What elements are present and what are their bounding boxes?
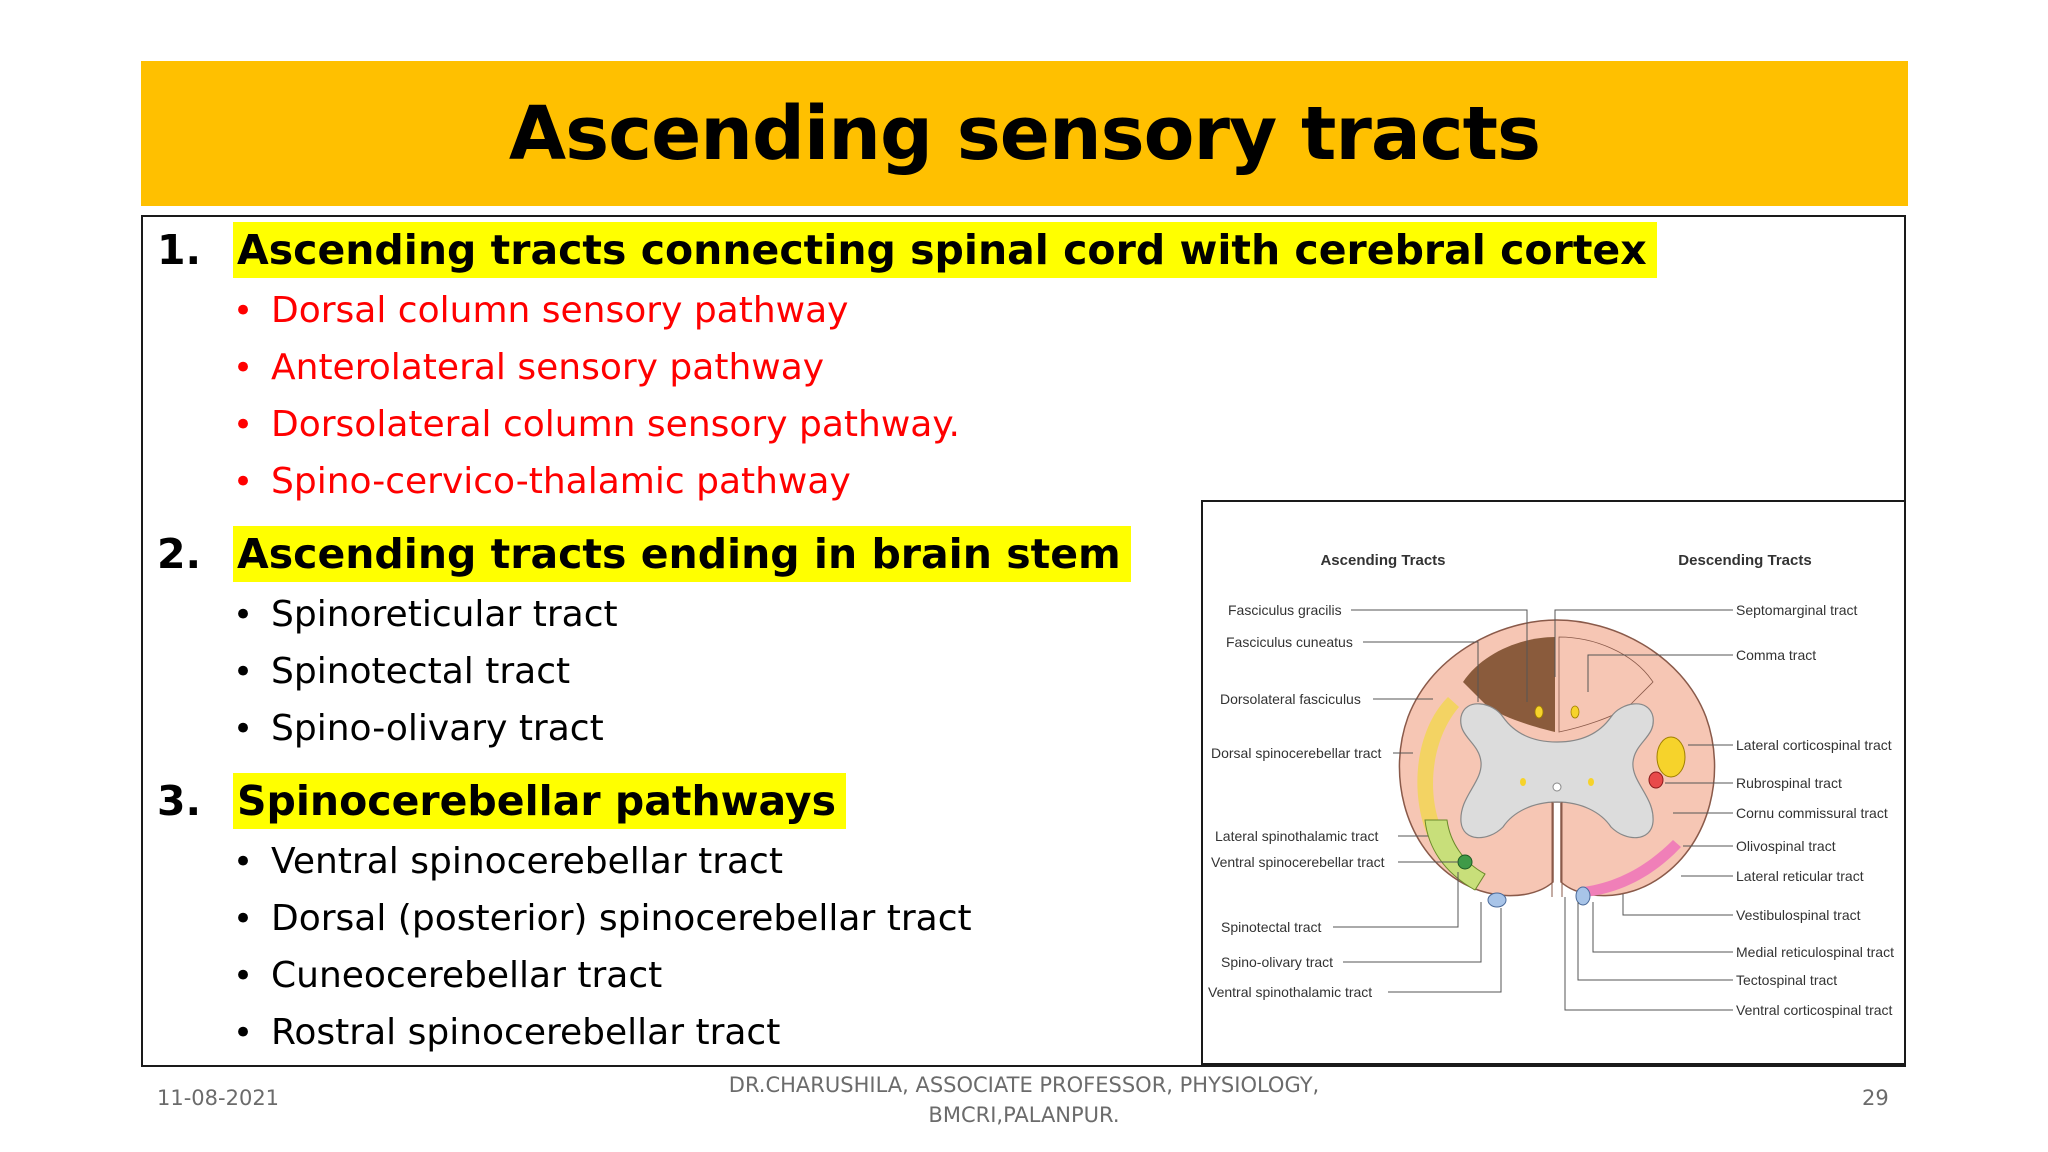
footer-author: DR.CHARUSHILA, ASSOCIATE PROFESSOR, PHYS…: [624, 1070, 1424, 1130]
label-lateral-reticular: Lateral reticular tract: [1736, 868, 1864, 884]
leader-lines-right: [1554, 609, 1733, 1011]
footer-author-line-2: BMCRI,PALANPUR.: [928, 1103, 1120, 1127]
bullet-icon: •: [233, 651, 254, 692]
list-item: •Dorsal column sensory pathway: [233, 290, 849, 331]
bullet-icon: •: [233, 1012, 254, 1053]
section-1-title: Ascending tracts connecting spinal cord …: [233, 222, 1657, 278]
label-vestibulospinal: Vestibulospinal tract: [1736, 907, 1861, 923]
label-spinotectal: Spinotectal tract: [1221, 919, 1321, 935]
leader-lines-left: [1333, 609, 1528, 993]
bullet-icon: •: [233, 347, 254, 388]
label-rubrospinal: Rubrospinal tract: [1736, 775, 1842, 791]
label-medial-reticulospinal: Medial reticulospinal tract: [1736, 944, 1894, 960]
label-ventral-corticospinal: Ventral corticospinal tract: [1736, 1002, 1893, 1018]
title-bar: Ascending sensory tracts: [141, 61, 1908, 206]
label-ventral-spinocerebellar: Ventral spinocerebellar tract: [1211, 854, 1385, 870]
label-lateral-corticospinal: Lateral corticospinal tract: [1736, 737, 1892, 753]
list-item: •Ventral spinocerebellar tract: [233, 841, 783, 882]
label-dorsal-spinocerebellar: Dorsal spinocerebellar tract: [1211, 745, 1382, 761]
spinal-cord-body: [1398, 619, 1716, 908]
bullet-icon: •: [233, 461, 254, 502]
bullet-icon: •: [233, 841, 254, 882]
bullet-icon: •: [233, 404, 254, 445]
bullet-icon: •: [233, 708, 254, 749]
right-labels: Septomarginal tract Comma tract Lateral …: [1736, 602, 1894, 1018]
section-3-title: Spinocerebellar pathways: [233, 773, 847, 829]
section-3-number: 3.: [157, 777, 202, 825]
section-2-title: Ascending tracts ending in brain stem: [233, 526, 1131, 582]
list-item: •Spino-cervico-thalamic pathway: [233, 461, 851, 502]
label-fasciculus-cuneatus: Fasciculus cuneatus: [1226, 634, 1353, 650]
bullet-icon: •: [233, 594, 254, 635]
list-item: •Spinotectal tract: [233, 651, 571, 692]
ascending-heading: Ascending Tracts: [1320, 552, 1445, 569]
footer-page-number: 29: [1862, 1086, 1889, 1110]
footer-date: 11-08-2021: [157, 1086, 280, 1110]
label-tectospinal: Tectospinal tract: [1736, 972, 1837, 988]
bullet-icon: •: [233, 290, 254, 331]
label-ventral-spinothalamic: Ventral spinothalamic tract: [1208, 984, 1372, 1000]
section-1-heading: 1. Ascending tracts connecting spinal co…: [157, 222, 1657, 278]
bullet-icon: •: [233, 898, 254, 939]
label-comma: Comma tract: [1736, 647, 1816, 663]
label-fasciculus-gracilis: Fasciculus gracilis: [1228, 602, 1342, 618]
label-septomarginal: Septomarginal tract: [1736, 602, 1858, 618]
spinal-cord-diagram: Ascending Tracts Descending Tracts: [1201, 500, 1906, 1065]
label-spino-olivary: Spino-olivary tract: [1221, 954, 1333, 970]
section-3-heading: 3. Spinocerebellar pathways: [157, 773, 847, 829]
spinal-cord-cross-section: Ascending Tracts Descending Tracts: [1208, 552, 1894, 1018]
label-olivospinal: Olivospinal tract: [1736, 838, 1836, 854]
label-dorsolateral-fasciculus: Dorsolateral fasciculus: [1220, 691, 1361, 707]
list-item: •Spino-olivary tract: [233, 708, 604, 749]
list-item: •Spinoreticular tract: [233, 594, 618, 635]
section-1-number: 1.: [157, 226, 202, 274]
label-lateral-spinothalamic: Lateral spinothalamic tract: [1215, 828, 1379, 844]
list-item: •Anterolateral sensory pathway: [233, 347, 825, 388]
footer-author-line-1: DR.CHARUSHILA, ASSOCIATE PROFESSOR, PHYS…: [728, 1073, 1320, 1097]
list-item: •Dorsal (posterior) spinocerebellar trac…: [233, 898, 972, 939]
bullet-icon: •: [233, 955, 254, 996]
list-item: •Dorsolateral column sensory pathway.: [233, 404, 960, 445]
list-item: •Rostral spinocerebellar tract: [233, 1012, 781, 1053]
list-item: •Cuneocerebellar tract: [233, 955, 663, 996]
section-2-heading: 2. Ascending tracts ending in brain stem: [157, 526, 1131, 582]
label-cornu-commissural: Cornu commissural tract: [1736, 805, 1888, 821]
section-2-number: 2.: [157, 530, 202, 578]
descending-heading: Descending Tracts: [1678, 552, 1811, 569]
left-labels: Fasciculus gracilis Fasciculus cuneatus …: [1208, 602, 1385, 1000]
slide-title: Ascending sensory tracts: [508, 90, 1541, 177]
